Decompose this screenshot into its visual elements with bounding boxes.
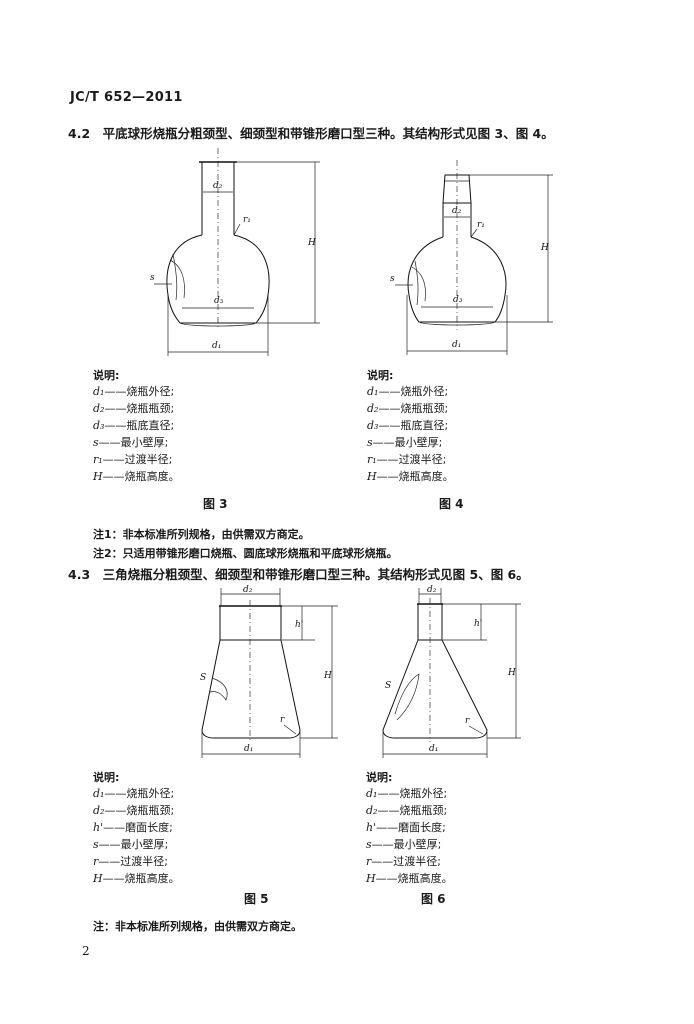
fig6-label-d1: d₁ [429, 744, 438, 754]
legend-item: d₁——烧瓶外径; [93, 385, 175, 398]
legend-item: s——最小壁厚; [367, 436, 443, 449]
flask-body [407, 236, 507, 323]
flask-neck [442, 203, 472, 237]
legend-item: H——烧瓶高度。 [93, 470, 180, 483]
legend-item: d₂——烧瓶瓶颈; [366, 804, 448, 817]
legend-item: d₃——瓶底直径; [367, 419, 449, 432]
legend-item: d₂——烧瓶瓶颈; [93, 402, 175, 415]
fig4-label-r1: r₁ [477, 220, 485, 230]
fig6-caption: 图 6 [421, 892, 446, 906]
fig6-label-h: h' [474, 619, 482, 629]
note-2: 注2：只适用带锥形磨口烧瓶、圆底球形烧瓶和平底球形烧瓶。 [93, 547, 398, 560]
legend-item: d₁——烧瓶外径; [93, 787, 175, 800]
legend-item: d₂——烧瓶瓶颈; [367, 402, 449, 415]
fig4-label-s: s [390, 274, 395, 284]
section-4-2: 4.2 平底球形烧瓶分粗颈型、细颈型和带锥形磨口型三种。其结构形式见图 3、图 … [68, 126, 554, 141]
flask-neck [417, 603, 443, 641]
flask-body [201, 639, 301, 739]
fig6-legend: 说明: d₁——烧瓶外径; d₂——烧瓶瓶颈; h'——磨面长度; s——最小壁… [366, 769, 453, 887]
legend-item: H——烧瓶高度。 [367, 470, 454, 483]
legend-title: 说明: [93, 771, 120, 784]
legend-item: d₂——烧瓶瓶颈; [93, 804, 175, 817]
legend-item: H——烧瓶高度。 [366, 872, 453, 885]
section-4-3: 4.3 三角烧瓶分粗颈型、细颈型和带锥形磨口型三种。其结构形式见图 5、图 6。 [68, 567, 529, 582]
note-3: 注：非本标准所列规格，由供需双方商定。 [93, 920, 302, 933]
fig5-label-d1: d₁ [244, 744, 253, 754]
fig3-label-d1: d₁ [212, 341, 221, 351]
fig6-label-S: S [385, 681, 391, 691]
fig5-label-H: H [323, 671, 332, 681]
figure-5-drawing: d₂ S r h' H d₁ [200, 585, 338, 758]
fig5-label-r: r [280, 715, 285, 725]
fig6-label-r: r [465, 716, 470, 726]
fig5-caption: 图 5 [244, 892, 269, 906]
flask-neck [200, 161, 236, 235]
fig3-label-d2: d₂ [213, 181, 223, 191]
fig3-label-s: s [150, 273, 155, 283]
legend-title: 说明: [93, 369, 120, 382]
fig3-label-H: H [307, 238, 316, 248]
fig4-caption: 图 4 [439, 497, 464, 511]
standard-number: JC/T 652—2011 [70, 90, 183, 105]
legend-item: H——烧瓶高度。 [93, 872, 180, 885]
fig4-label-d1: d₁ [452, 340, 461, 350]
figure-6-drawing: d₂ S r h' H d₁ [382, 585, 521, 758]
legend-item: r——过渡半径; [366, 855, 441, 868]
legend-item: r₁——过渡半径; [367, 453, 447, 466]
legend-item: s——最小壁厚; [366, 838, 442, 851]
fig4-label-d3: d₃ [453, 295, 463, 305]
fig5-label-h: h' [295, 620, 303, 630]
fig5-legend: 说明: d₁——烧瓶外径; d₂——烧瓶瓶颈; h'——磨面长度; s——最小壁… [93, 769, 180, 887]
fig5-label-S: S [200, 673, 206, 683]
fig6-label-H: H [507, 668, 516, 678]
fig3-legend: 说明: d₁——烧瓶外径; d₂——烧瓶瓶颈; d₃——瓶底直径; s——最小壁… [93, 367, 180, 485]
flask-body [166, 234, 270, 324]
flask-body [382, 639, 488, 739]
fig4-label-H: H [540, 243, 549, 253]
legend-item: d₁——烧瓶外径; [366, 787, 448, 800]
fig3-label-d3: d₃ [214, 296, 224, 306]
fig4-legend: 说明: d₁——烧瓶外径; d₂——烧瓶瓶颈; d₃——瓶底直径; s——最小壁… [367, 367, 454, 485]
legend-item: d₃——瓶底直径; [93, 419, 175, 432]
legend-title: 说明: [367, 369, 394, 382]
legend-item: s——最小壁厚; [93, 436, 169, 449]
flask-neck [219, 605, 282, 641]
figure-3-drawing: d₂ r₁ d₃ s H d₁ [150, 148, 320, 356]
fig3-label-r1: r₁ [243, 215, 251, 225]
figure-4-drawing: d₂ r₁ d₃ s H d₁ [390, 160, 553, 355]
legend-item: r₁——过渡半径; [93, 453, 173, 466]
fig5-label-d2: d₂ [243, 585, 253, 595]
legend-item: d₁——烧瓶外径; [367, 385, 449, 398]
legend-item: r——过渡半径; [93, 855, 168, 868]
legend-item: h'——磨面长度; [93, 821, 173, 834]
legend-item: h'——磨面长度; [366, 821, 446, 834]
legend-title: 说明: [366, 771, 393, 784]
fig3-caption: 图 3 [203, 497, 228, 511]
fig4-label-d2: d₂ [452, 206, 462, 216]
note-1: 注1：非本标准所列规格，由供需双方商定。 [93, 528, 310, 541]
legend-item: s——最小壁厚; [93, 838, 169, 851]
fig6-label-d2: d₂ [427, 585, 437, 595]
page-number: 2 [82, 944, 90, 958]
